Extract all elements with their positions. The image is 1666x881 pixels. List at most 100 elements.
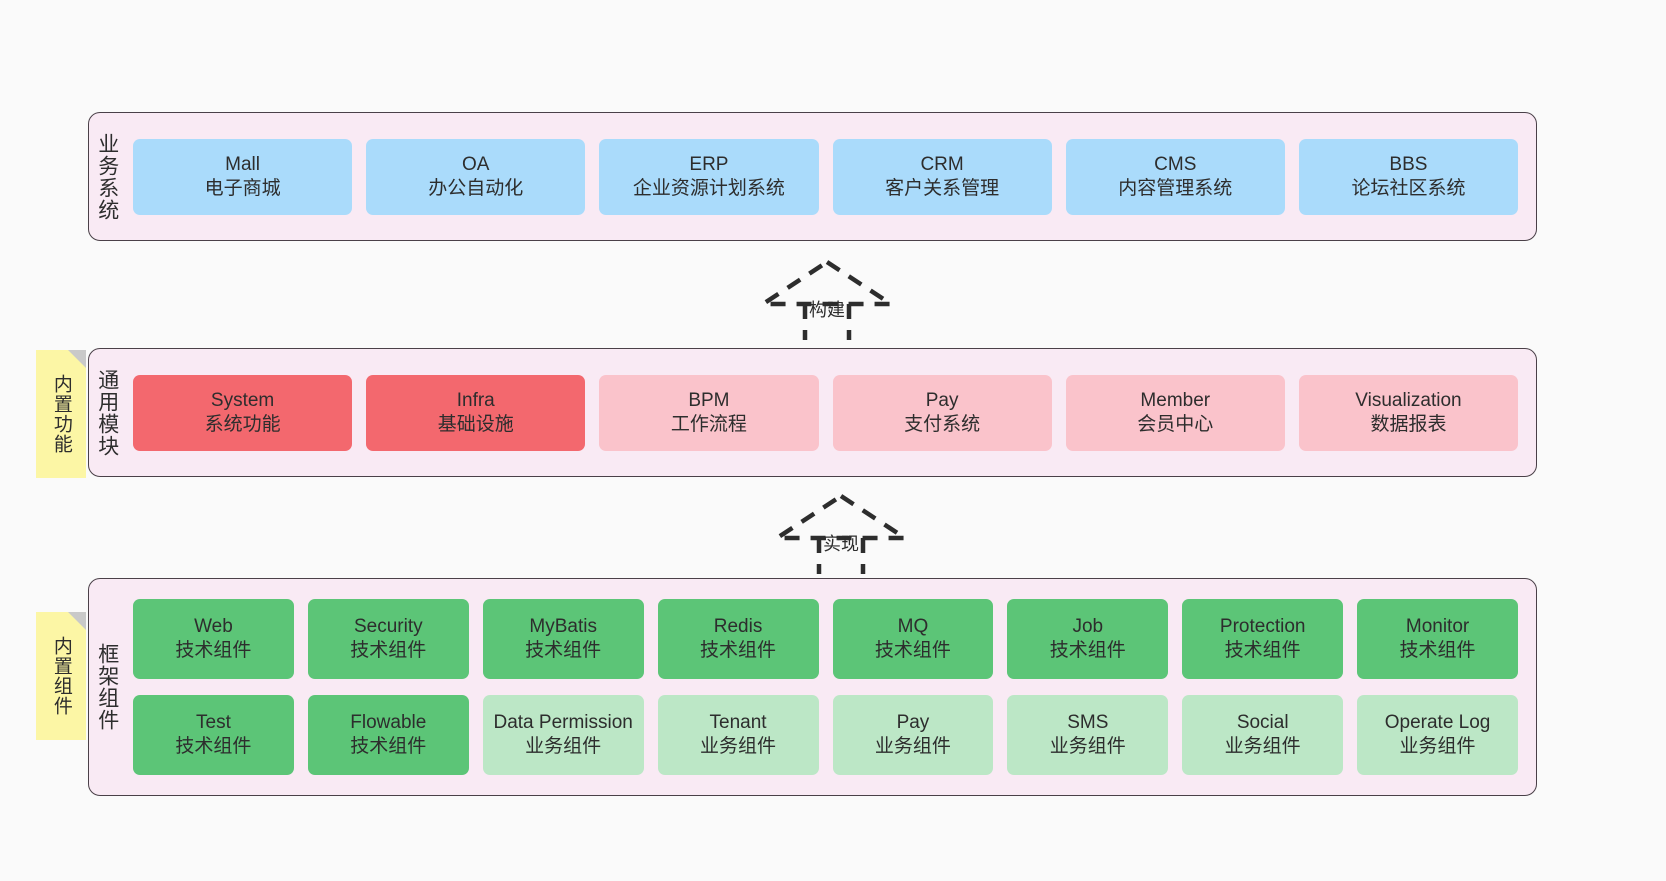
card-subtitle: 技术组件 (525, 640, 602, 661)
card-subtitle: 客户关系管理 (885, 177, 1000, 199)
card-subtitle: 技术组件 (350, 736, 427, 757)
card-subtitle: 技术组件 (175, 640, 252, 661)
card-subtitle: 会员中心 (1137, 413, 1214, 435)
card-subtitle: 技术组件 (175, 736, 252, 757)
card-title: Protection (1219, 616, 1306, 638)
card-subtitle: 技术组件 (350, 640, 427, 661)
card-title: ERP (689, 153, 729, 175)
card-subtitle: 系统功能 (204, 413, 281, 435)
card-title: Monitor (1405, 616, 1470, 638)
card-subtitle: 业务组件 (1399, 736, 1476, 757)
card-title: Operate Log (1384, 712, 1491, 734)
sticky-fold-corner-icon (68, 612, 86, 630)
card-title: Security (353, 616, 423, 638)
card-subtitle: 业务组件 (874, 736, 951, 757)
connector-implement-label: 实现 (823, 534, 859, 554)
implement-arrow-stem (816, 538, 866, 574)
framework-components-label: 框架组件 (95, 643, 119, 731)
connector-build-label: 构建 (809, 300, 845, 320)
card-title: Infra (456, 389, 495, 411)
card-subtitle: 业务组件 (700, 736, 777, 757)
card-subtitle: 业务组件 (1049, 736, 1126, 757)
sticky-note-builtin-components-label: 内置组件 (50, 636, 72, 716)
business-systems-label: 业务系统 (95, 132, 119, 221)
card-subtitle: 企业资源计划系统 (632, 177, 785, 199)
card-title: CRM (920, 153, 964, 175)
connector-build: 构建 (755, 258, 899, 340)
build-arrow-head (755, 259, 899, 307)
card-title: Pay (925, 389, 959, 411)
card-subtitle: 技术组件 (1399, 640, 1476, 661)
card-title: Pay (896, 712, 930, 734)
card-title: Flowable (350, 712, 427, 734)
card-subtitle: 工作流程 (670, 413, 747, 435)
sticky-note-builtin-features-label: 内置功能 (50, 374, 72, 454)
card-title: Tenant (709, 712, 767, 734)
card-title: Web (194, 616, 233, 638)
build-arrow-stem (802, 304, 852, 340)
card-subtitle: 论坛社区系统 (1351, 177, 1466, 199)
card-title: BBS (1389, 153, 1428, 175)
connector-implement: 实现 (769, 492, 913, 574)
card-title: CMS (1154, 153, 1197, 175)
card-title: BPM (688, 389, 730, 411)
card-title: Mall (225, 153, 260, 175)
card-title: Redis (713, 616, 763, 638)
card-subtitle: 办公自动化 (428, 177, 524, 199)
card-title: Visualization (1355, 389, 1462, 411)
card-subtitle: 业务组件 (525, 736, 602, 757)
sticky-note-builtin-features: 内置功能 (36, 350, 86, 478)
card-subtitle: 电子商城 (204, 177, 281, 199)
implement-arrow-head (769, 493, 913, 541)
common-modules-label: 通用模块 (95, 368, 119, 457)
card-title: MQ (897, 616, 929, 638)
card-subtitle: 数据报表 (1370, 413, 1447, 435)
sticky-note-builtin-components: 内置组件 (36, 612, 86, 740)
card-subtitle: 技术组件 (700, 640, 777, 661)
card-subtitle: 业务组件 (1224, 736, 1301, 757)
card-subtitle: 技术组件 (1224, 640, 1301, 661)
card-title: SMS (1067, 712, 1109, 734)
card-title: MyBatis (529, 616, 597, 638)
card-title: Member (1140, 389, 1211, 411)
card-title: System (210, 389, 275, 411)
card-subtitle: 内容管理系统 (1118, 177, 1233, 199)
sticky-fold-corner-icon (68, 350, 86, 368)
